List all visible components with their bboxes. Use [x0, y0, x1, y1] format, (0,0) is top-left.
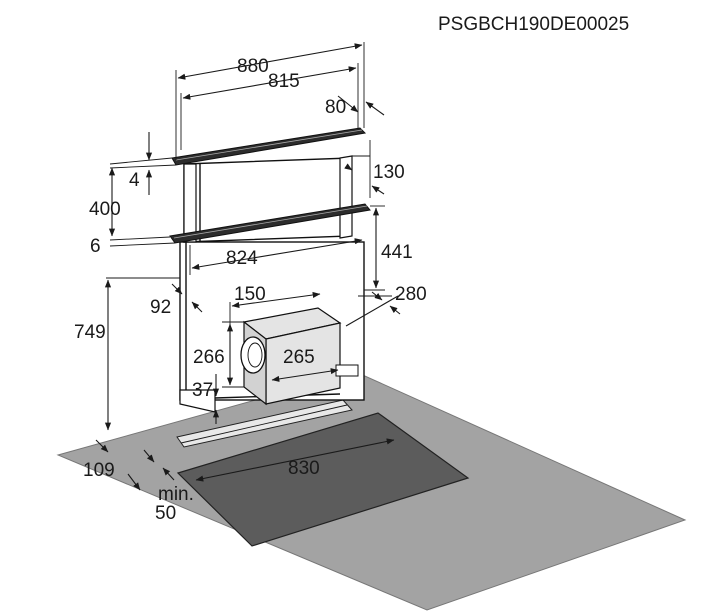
dim-label-749: 749	[74, 322, 106, 343]
dim-label-109: 109	[83, 460, 115, 481]
dim-label-441: 441	[381, 242, 413, 263]
dim-line-265	[271, 368, 339, 382]
dim-label-880: 880	[237, 56, 269, 77]
dim-label-400: 400	[89, 199, 121, 220]
dim-label-280: 280	[395, 284, 427, 305]
dim-line-130-b	[371, 185, 385, 195]
ext-4-top	[109, 157, 173, 165]
dim-label-130: 130	[373, 162, 405, 183]
dim-line-280-ref	[345, 295, 399, 327]
dim-line-109-a	[95, 439, 109, 453]
dim-label-80: 80	[325, 97, 346, 118]
dim-line-824	[191, 238, 363, 270]
dim-line-280-b	[389, 305, 401, 315]
product-code: PSGBCH190DE00025	[438, 14, 629, 35]
dim-line-280-a	[371, 291, 383, 301]
dim-line-80-a	[337, 95, 359, 113]
cutout-inner-edge	[180, 404, 348, 444]
ext-6-top	[109, 236, 171, 241]
dim-label-150: 150	[234, 284, 266, 305]
dim-label-min-line1: min.	[158, 484, 194, 505]
dim-line-80-b	[365, 101, 385, 116]
dim-label-815: 815	[268, 71, 300, 92]
motor-outlet-inner	[247, 342, 263, 368]
base-plate-highlight	[173, 205, 368, 239]
dim-line-92-a	[171, 283, 183, 295]
dim-line-130-a	[344, 163, 353, 171]
dim-line-min50-a	[127, 473, 141, 491]
dim-label-6: 6	[90, 236, 101, 257]
ext-4-bottom	[109, 164, 177, 169]
dim-line-109-b	[143, 449, 155, 463]
dim-label-824: 824	[226, 248, 258, 269]
dim-label-min-line2: 50	[155, 503, 176, 524]
motor-mounting-foot	[335, 364, 359, 377]
dim-line-92-b	[191, 301, 203, 313]
dim-label-266: 266	[193, 347, 225, 368]
dim-line-min50-b	[162, 467, 175, 481]
dim-label-92: 92	[150, 297, 171, 318]
dim-line-150	[231, 291, 321, 309]
dim-line-815	[182, 66, 357, 100]
dim-label-830: 830	[288, 458, 320, 479]
dim-label-4: 4	[129, 170, 140, 191]
dim-line-830	[195, 438, 395, 482]
dim-label-37: 37	[192, 380, 213, 401]
dim-label-265: 265	[283, 347, 315, 368]
top-plate-highlight	[175, 129, 363, 161]
extension-left-post	[183, 163, 197, 243]
ext-6-bottom	[109, 242, 176, 247]
